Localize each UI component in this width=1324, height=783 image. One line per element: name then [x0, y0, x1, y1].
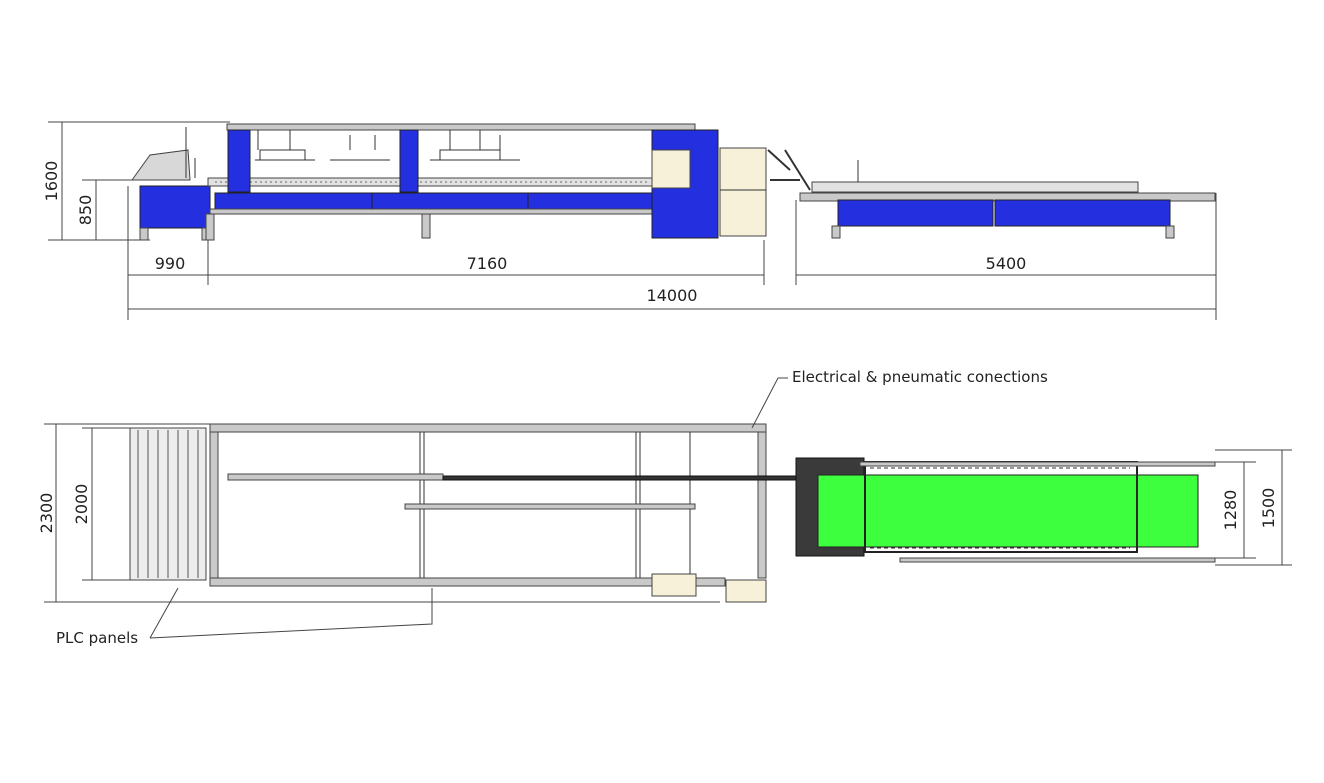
- dim-len-delivery: 5400: [986, 254, 1027, 273]
- column-1: [227, 129, 251, 193]
- delivery-top-belt: [811, 181, 1139, 193]
- dim-conveyor-frame-width: 1500: [1259, 488, 1278, 529]
- side-view-dimensions: 1600 850 990 7160 5400 14000: [42, 121, 1217, 320]
- dim-len-overall: 14000: [647, 286, 698, 305]
- leader-plc-2: [149, 588, 433, 639]
- infeed-hopper: [131, 149, 191, 181]
- side-beam-2: [371, 192, 529, 210]
- dim-side-height-table: 850: [76, 195, 95, 226]
- delivery-beam-2: [994, 199, 1171, 227]
- cream-box-2: [725, 579, 767, 603]
- side-beam-1: [214, 192, 373, 210]
- dim-top-width-outer: 2300: [37, 493, 56, 534]
- top-rail-upper: [209, 423, 767, 433]
- overhead-rail: [226, 123, 696, 131]
- cream-box-1: [651, 573, 697, 597]
- leader-plc-1: [149, 587, 179, 639]
- column-2: [399, 129, 419, 193]
- label-plc: PLC panels: [56, 629, 138, 647]
- transport-belt: [442, 475, 804, 481]
- infeed-cabinet: [139, 185, 211, 229]
- infeed-leg: [139, 227, 149, 241]
- guide-rail: [404, 503, 696, 510]
- delivery-leg: [831, 225, 841, 239]
- dim-top-width-inner: 2000: [72, 484, 91, 525]
- dim-side-height-total: 1600: [42, 161, 61, 202]
- cream-cabinet: [719, 147, 767, 237]
- leader-connections: [751, 377, 788, 429]
- side-beam-3: [527, 192, 653, 210]
- dim-conveyor-belt-width: 1280: [1221, 490, 1240, 531]
- dim-len-infeed: 990: [155, 254, 186, 273]
- top-rail-lower: [209, 577, 726, 587]
- press-window: [651, 149, 691, 189]
- carrier-rail: [227, 473, 444, 481]
- label-connections: Electrical & pneumatic conections: [792, 368, 1048, 386]
- side-view: [131, 123, 1216, 241]
- annotations: Electrical & pneumatic conections PLC pa…: [56, 368, 1048, 647]
- top-view: [129, 423, 1216, 603]
- infeed-rollers: [137, 430, 199, 578]
- top-view-dimensions: 2300 2000 1280 1500: [37, 423, 1292, 603]
- delivery-leg: [1165, 225, 1175, 239]
- dim-len-main: 7160: [467, 254, 508, 273]
- transfer-arm: [767, 149, 811, 191]
- delivery-beam-1: [837, 199, 994, 227]
- main-leg: [205, 213, 215, 241]
- green-belt: [817, 474, 1199, 548]
- folding-units: [255, 130, 520, 161]
- main-leg: [421, 213, 431, 239]
